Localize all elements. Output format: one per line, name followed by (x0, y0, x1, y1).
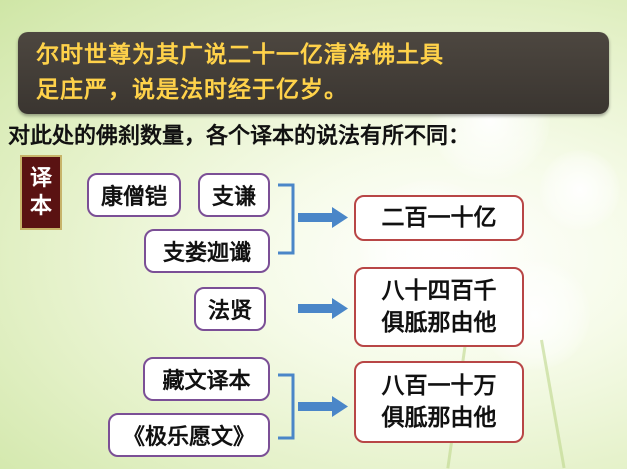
result-group-1: 二百一十亿 (354, 195, 524, 241)
translation-fa-xian: 法贤 (194, 287, 266, 331)
quote-line-2: 足庄严，说是法时经于亿岁。 (36, 76, 348, 103)
result-group-3-line-2: 俱胝那由他 (381, 405, 497, 431)
translation-tibetan: 藏文译本 (143, 357, 270, 401)
translations-label-char-2: 本 (29, 193, 52, 219)
translations-label: 译 本 (20, 155, 62, 230)
bracket-group-3 (278, 373, 295, 440)
arrow-group-3 (298, 396, 348, 417)
result-group-2: 八十四百千 俱胝那由他 (354, 267, 524, 347)
background-flower (540, 150, 620, 230)
quote-line-1: 尔时世尊为其广说二十一亿清净佛土具 (36, 41, 444, 68)
result-group-1-line-1: 二百一十亿 (381, 205, 497, 231)
result-group-2-line-2: 俱胝那由他 (381, 310, 497, 336)
section-heading: 对此处的佛刹数量，各个译本的说法有所不同： (8, 124, 471, 149)
result-group-3: 八百一十万 俱胝那由他 (354, 361, 524, 443)
arrow-group-1 (298, 207, 348, 228)
translation-zhi-lou-jiachen: 支娄迦谶 (144, 229, 270, 273)
translations-label-char-1: 译 (29, 165, 52, 191)
result-group-2-line-1: 八十四百千 (381, 278, 497, 304)
result-group-3-line-1: 八百一十万 (381, 373, 497, 399)
translation-zhi-qian: 支谦 (198, 173, 270, 217)
scripture-quote-box: 尔时世尊为其广说二十一亿清净佛土具 足庄严，说是法时经于亿岁。 (18, 32, 609, 114)
translation-sanskrit: 《极乐愿文》 (108, 413, 270, 457)
bracket-group-1 (278, 183, 295, 255)
translation-kang-sengkai: 康僧铠 (87, 173, 181, 217)
arrow-group-2 (298, 298, 348, 319)
